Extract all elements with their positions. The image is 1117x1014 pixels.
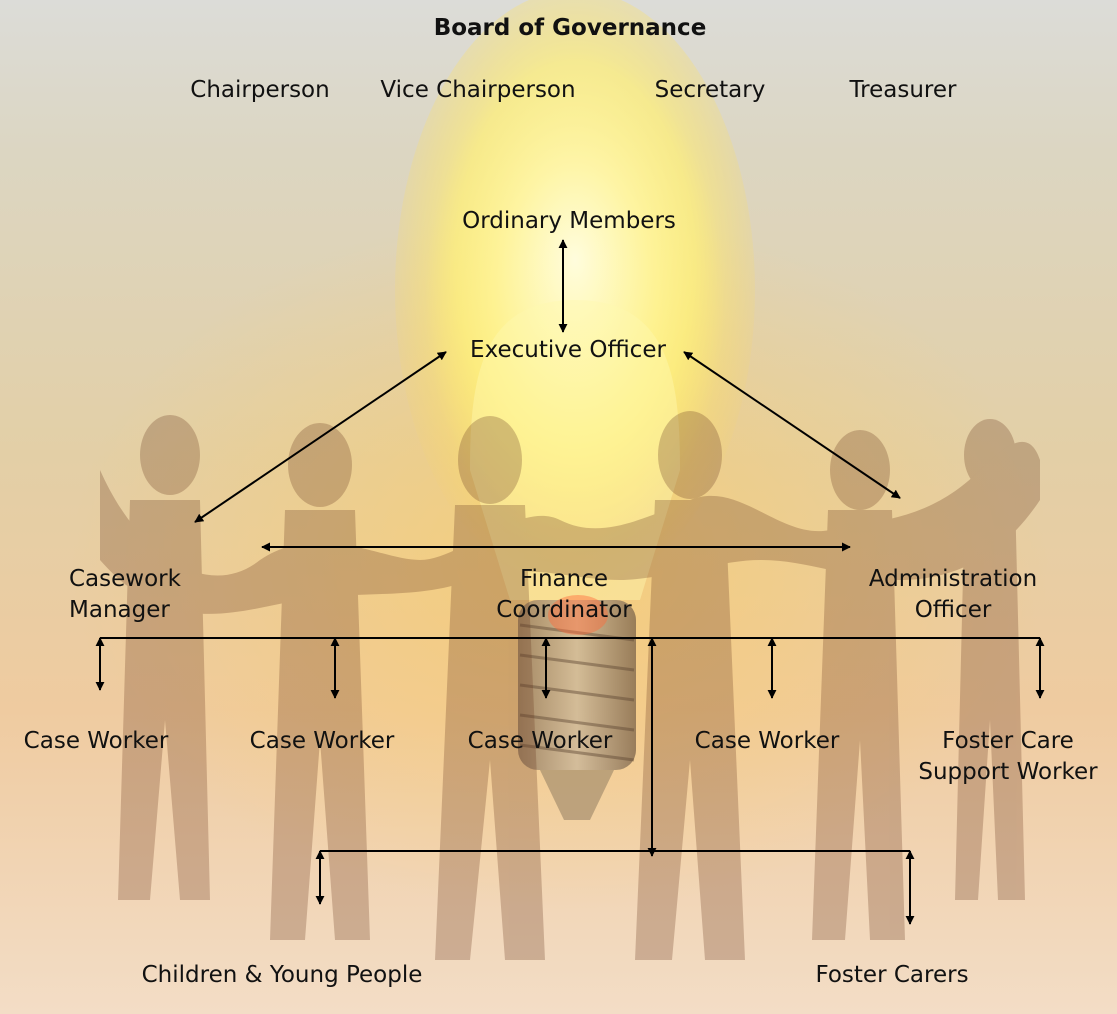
role-vice-chairperson: Vice Chairperson [380, 77, 576, 103]
node-foster-carers: Foster Carers [815, 962, 969, 988]
executive-casework-arrow [194, 351, 447, 523]
node-case-worker-3: Case Worker [467, 728, 613, 754]
node-case-worker-4: Case Worker [694, 728, 840, 754]
role-chairperson: Chairperson [190, 77, 330, 103]
role-treasurer: Treasurer [849, 77, 957, 103]
node-casework-manager: Casework Manager [69, 566, 181, 624]
node-ordinary-members: Ordinary Members [462, 208, 676, 234]
diagram-title: Board of Governance [433, 15, 707, 41]
executive-admin-arrow [683, 351, 901, 499]
people-figures-decoration [100, 411, 1040, 960]
bulb-icon [395, 0, 755, 820]
node-case-worker-1: Case Worker [23, 728, 169, 754]
node-children-young-people: Children & Young People [141, 962, 423, 988]
node-finance-coordinator: Finance Coordinator [496, 566, 632, 624]
node-case-worker-2: Case Worker [249, 728, 395, 754]
role-secretary: Secretary [654, 77, 766, 103]
node-foster-care-support-worker: Foster Care Support Worker [918, 728, 1098, 786]
node-executive-officer: Executive Officer [470, 337, 666, 363]
node-administration-officer: Administration Officer [868, 566, 1038, 624]
